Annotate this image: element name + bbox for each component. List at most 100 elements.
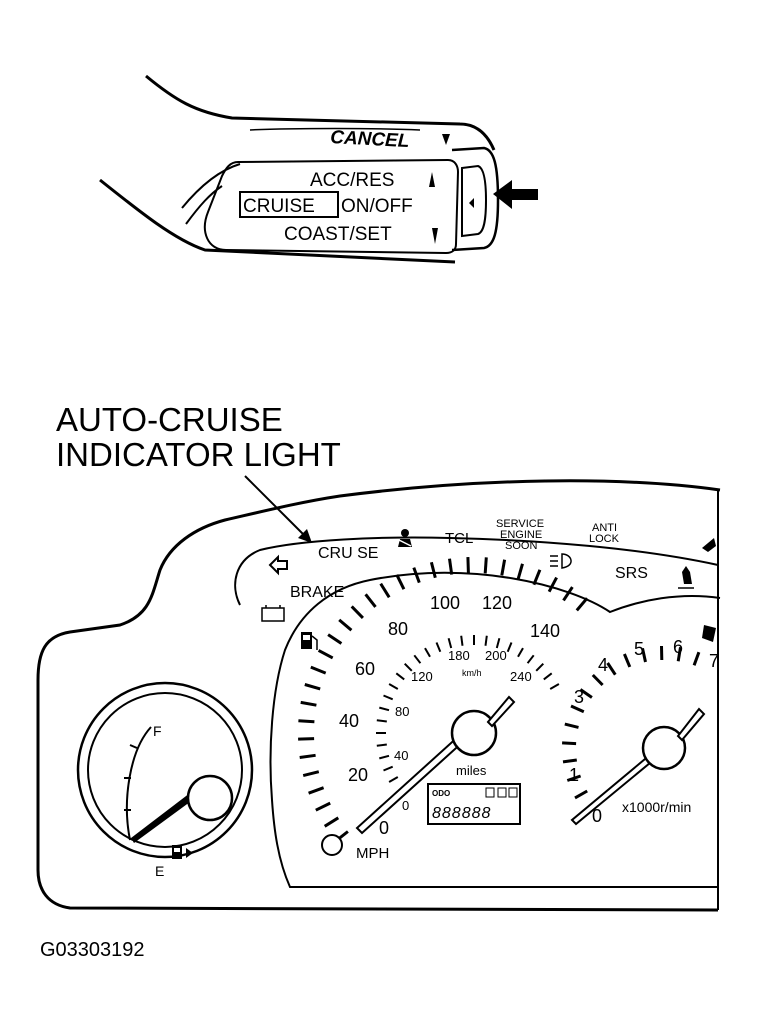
- kmh-tick-mark: [506, 642, 513, 653]
- tachometer-ticks: [562, 645, 701, 815]
- kmh-tick-mark: [484, 635, 488, 646]
- mph-tick-mark: [323, 816, 340, 828]
- mph-tick-label: 120: [482, 593, 512, 613]
- figure-id: G03303192: [40, 939, 145, 961]
- mph-tick-mark: [466, 557, 470, 574]
- kmh-tick-label: 200: [485, 648, 507, 663]
- coast-set-label: COAST/SET: [284, 224, 392, 245]
- turn-signal-left-icon: [268, 554, 288, 576]
- tach-tick-mark: [562, 741, 577, 746]
- fuel-gauge-pump-icon: [172, 845, 193, 859]
- tach-tick-mark: [591, 673, 604, 687]
- mph-tick-mark: [317, 649, 334, 660]
- tach-tick-mark: [676, 647, 682, 662]
- kmh-tick-mark: [388, 683, 399, 690]
- down-arrow-icon: [432, 228, 438, 244]
- mph-tick-label: 100: [430, 593, 460, 613]
- tach-tick-mark: [579, 688, 593, 699]
- anti-lock-label-2: LOCK: [589, 533, 620, 545]
- anti-lock-label-1: ANTI: [592, 522, 617, 534]
- tcl-indicator-label: TCL: [445, 530, 473, 547]
- tach-tick-mark: [692, 651, 701, 666]
- on-off-label: ON/OFF: [341, 196, 413, 217]
- tach-tick-mark: [623, 653, 632, 668]
- kmh-tick-mark: [549, 683, 560, 690]
- mph-tick-mark: [304, 683, 321, 691]
- odometer-label: ODO: [432, 789, 450, 798]
- odometer-unit-label: miles: [456, 763, 487, 778]
- kmh-tick-mark: [395, 672, 405, 681]
- mph-tick-mark: [327, 633, 343, 645]
- tach-tick-label: 5: [634, 639, 644, 659]
- tach-unit-label: x1000r/min: [622, 799, 691, 815]
- door-ajar-icon: [702, 538, 716, 552]
- mph-tick-mark: [338, 618, 353, 632]
- callout-arrowhead-icon: [298, 529, 312, 543]
- mph-tick-mark: [412, 567, 421, 584]
- mph-tick-mark: [364, 593, 377, 608]
- odometer-value: 888888: [432, 805, 491, 822]
- kmh-tick-mark: [379, 754, 390, 760]
- warning-indicators: CRU SE BRAKE TCL SERVICE ENGINE SOON: [261, 518, 716, 650]
- kmh-tick-mark: [424, 647, 431, 658]
- fuel-gauge-needle: [131, 793, 194, 843]
- kmh-tick-mark: [435, 642, 442, 653]
- cruise-control-switch: CANCEL ACC/RES CRUISE ON/OFF COAST/SET: [99, 74, 538, 264]
- headlight-icon: [550, 553, 572, 569]
- mph-tick-label: 80: [388, 619, 408, 639]
- kmh-tick-mark: [517, 647, 524, 658]
- speedometer-ticks: [298, 557, 589, 843]
- cruise-button-box: [239, 191, 339, 218]
- mph-tick-mark: [298, 719, 315, 724]
- kmh-tick-mark: [383, 694, 394, 701]
- indicator-callout: AUTO-CRUISE INDICATOR LIGHT: [56, 401, 341, 543]
- up-arrow-icon: [429, 172, 435, 187]
- kmh-tick-mark: [388, 776, 399, 783]
- tach-tick-mark: [606, 662, 617, 676]
- mph-tick-label: 140: [530, 621, 560, 641]
- pointer-arrow-icon: [493, 180, 538, 209]
- acc-res-label: ACC/RES: [310, 170, 394, 191]
- callout-line-2: INDICATOR LIGHT: [56, 436, 341, 473]
- mph-tick-mark: [395, 574, 406, 590]
- mph-tick-mark: [298, 737, 315, 741]
- mph-tick-mark: [429, 561, 437, 579]
- speedometer: 0 20 40 60 80 100 120 140 0 40 80 120 18…: [298, 557, 589, 862]
- mph-tick-label: 40: [339, 711, 359, 731]
- fuel-full-label: F: [153, 723, 162, 739]
- tach-tick-label: 7: [709, 651, 719, 671]
- kmh-tick-label: 240: [510, 669, 532, 684]
- cruise-indicator-label: CRU SE: [318, 545, 378, 562]
- mph-tick-mark: [310, 665, 327, 675]
- mph-tick-mark: [483, 557, 488, 574]
- cancel-arrow-icon: [442, 134, 450, 145]
- speed-unit-label: MPH: [356, 845, 389, 862]
- kmh-tick-mark: [543, 672, 553, 681]
- mph-tick-label: 20: [348, 765, 368, 785]
- kmh-tick-label: 40: [394, 748, 408, 763]
- mph-tick-mark: [315, 801, 331, 812]
- mph-tick-mark: [379, 582, 391, 599]
- instrument-cluster: CRU SE BRAKE TCL SERVICE ENGINE SOON: [36, 479, 721, 912]
- kmh-tick-label: 80: [395, 704, 409, 719]
- mph-tick-mark: [562, 586, 574, 602]
- kmh-tick-mark: [379, 706, 390, 712]
- kmh-unit-label: km/h: [462, 668, 482, 678]
- mph-tick-label: 60: [355, 659, 375, 679]
- tach-tick-label: 3: [574, 687, 584, 707]
- mph-tick-mark: [308, 786, 325, 795]
- mph-tick-mark: [575, 597, 589, 612]
- kmh-tick-mark: [460, 635, 464, 646]
- tach-tick-label: 4: [598, 655, 608, 675]
- service-label-2: ENGINE: [500, 529, 542, 541]
- mph-tick-mark: [299, 753, 316, 759]
- kmh-tick-mark: [383, 765, 394, 772]
- mph-tick-mark: [350, 605, 364, 619]
- tach-tick-label: 0: [592, 806, 602, 826]
- mph-tick-mark: [448, 558, 454, 575]
- kmh-tick-mark: [495, 638, 501, 649]
- tach-tick-mark: [562, 758, 578, 764]
- mph-tick-mark: [300, 700, 317, 707]
- mph-tick-mark: [516, 563, 524, 580]
